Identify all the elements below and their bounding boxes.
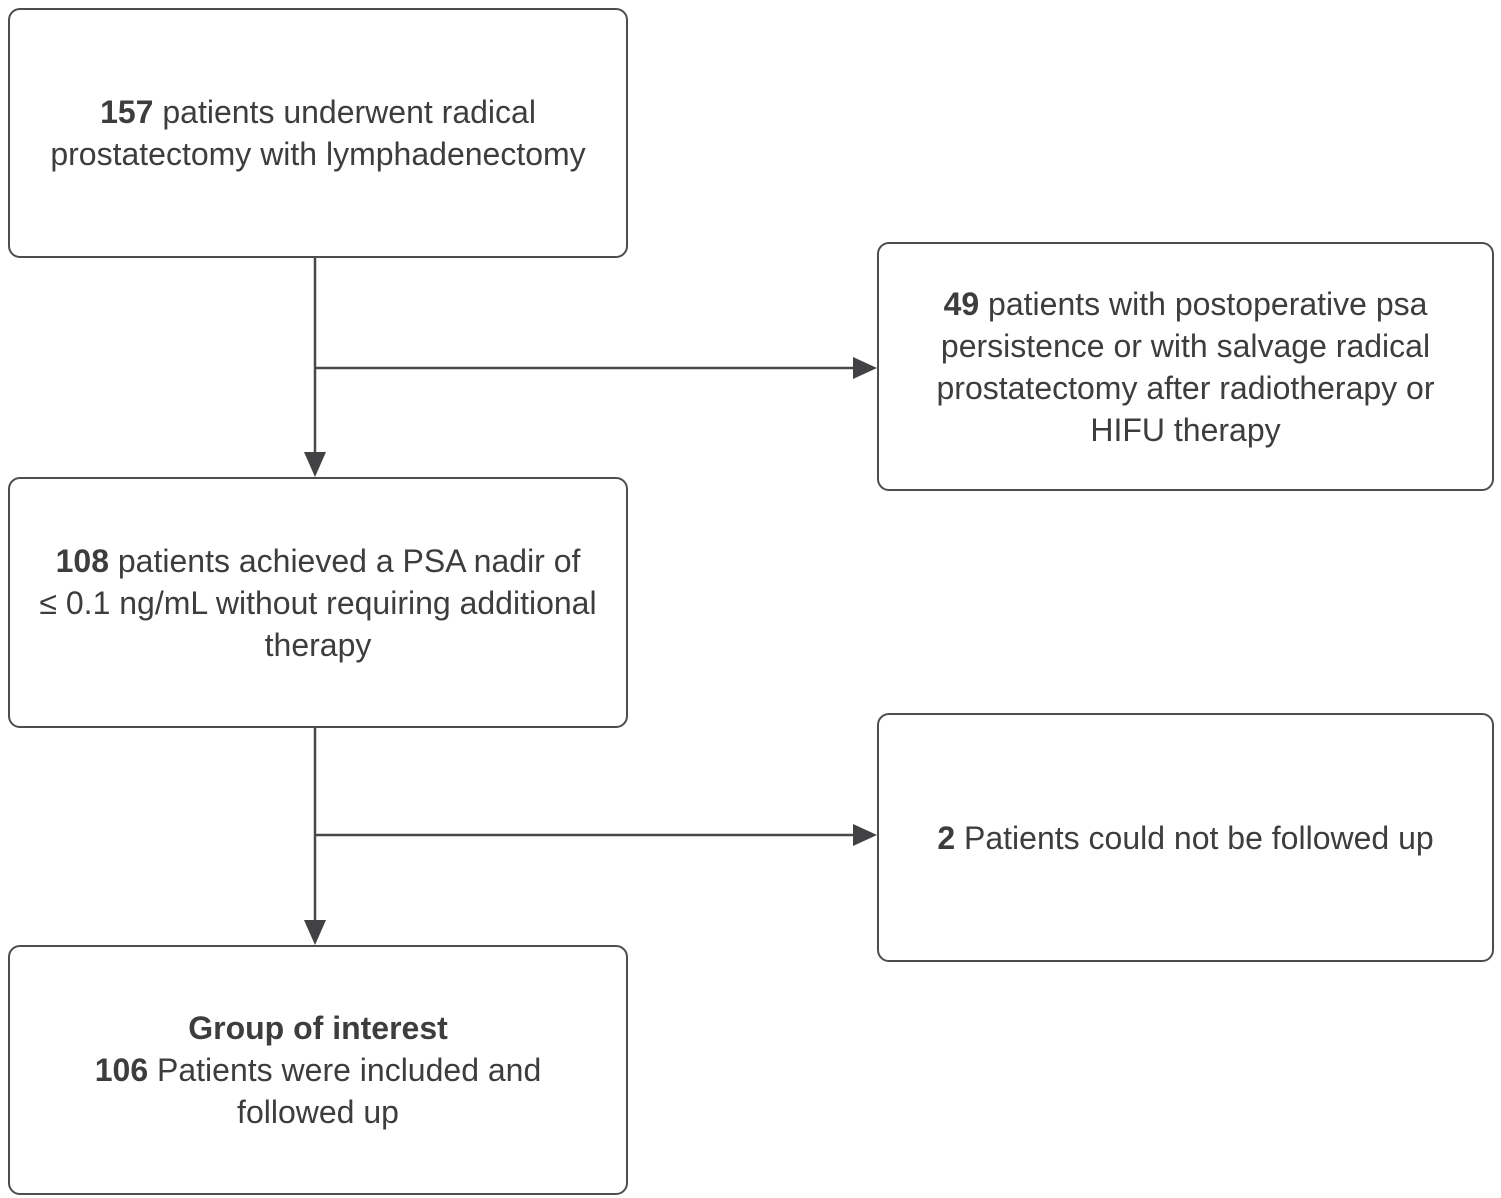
group-of-interest-title: Group of interest bbox=[188, 1010, 448, 1046]
flow-box-psa-nadir-text: 108 patients achieved a PSA nadir of ≤ 0… bbox=[39, 540, 596, 666]
flow-box-surgery-text: 157 patients underwent radical prostatec… bbox=[50, 91, 585, 175]
box-text: patients with postoperative psa persiste… bbox=[936, 285, 1435, 448]
patient-count: 106 bbox=[94, 1052, 149, 1088]
patient-count: 2 bbox=[937, 819, 956, 856]
flow-box-group-of-interest-text: Group of interest 106 Patients were incl… bbox=[95, 1007, 542, 1133]
patient-count: 157 bbox=[100, 94, 154, 130]
arrowhead-down-icon bbox=[304, 452, 326, 477]
flow-box-lost-followup: 2 Patients could not be followed up bbox=[877, 713, 1494, 962]
flow-box-lost-followup-text: 2 Patients could not be followed up bbox=[937, 817, 1433, 859]
arrowhead-down-icon bbox=[304, 920, 326, 945]
arrowhead-right-icon bbox=[853, 357, 877, 379]
flow-box-excluded: 49 patients with postoperative psa persi… bbox=[877, 242, 1494, 491]
arrowhead-right-icon bbox=[853, 824, 877, 846]
box-text: Patients were included and followed up bbox=[157, 1052, 542, 1130]
flow-box-surgery: 157 patients underwent radical prostatec… bbox=[8, 8, 628, 258]
patient-count: 49 bbox=[943, 285, 980, 322]
box-text: patients underwent radical prostatectomy… bbox=[50, 94, 586, 172]
patient-count: 108 bbox=[55, 542, 109, 579]
box-text: Patients could not be followed up bbox=[955, 819, 1434, 856]
box-text: patients achieved a PSA nadir of ≤ 0.1 n… bbox=[39, 542, 597, 663]
flow-box-excluded-text: 49 patients with postoperative psa persi… bbox=[936, 283, 1434, 451]
flow-box-psa-nadir: 108 patients achieved a PSA nadir of ≤ 0… bbox=[8, 477, 628, 728]
flow-box-group-of-interest: Group of interest 106 Patients were incl… bbox=[8, 945, 628, 1195]
